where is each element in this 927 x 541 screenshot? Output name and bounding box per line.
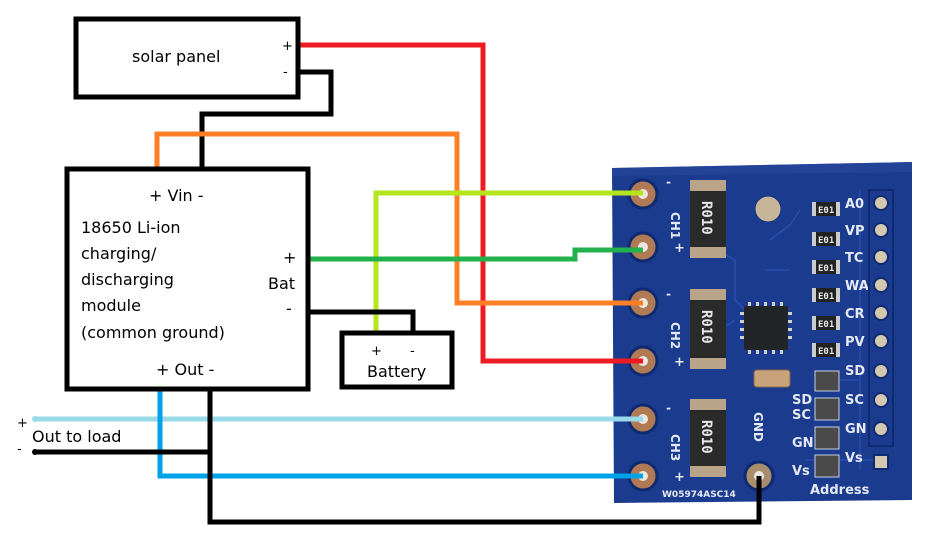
- svg-text:E01: E01: [818, 236, 834, 246]
- wire-bat-positive: [308, 247, 643, 262]
- svg-text:WA: WA: [845, 279, 869, 294]
- load-label: Out to load: [32, 427, 121, 446]
- svg-text:SC: SC: [845, 393, 864, 408]
- svg-text:R010: R010: [698, 201, 714, 235]
- svg-text:SD: SD: [845, 364, 865, 379]
- module-title-line-1: 18650 Li-ion: [81, 218, 181, 237]
- module-title-line-2: charging/: [81, 244, 157, 263]
- svg-text:E01: E01: [818, 264, 834, 274]
- svg-text:R010: R010: [698, 310, 714, 344]
- wire-out-positive: [157, 390, 643, 479]
- svg-text:Address: Address: [810, 483, 870, 498]
- ina3221-board: - CH1 + - CH2 + - CH3 + R010 R010 R010: [612, 162, 912, 503]
- svg-text:VP: VP: [845, 224, 865, 239]
- svg-text:SC: SC: [792, 408, 811, 423]
- solar-plus-label: +: [282, 39, 293, 54]
- svg-text:E01: E01: [818, 292, 834, 302]
- header-pins: [873, 195, 889, 470]
- module-title-line-3: discharging: [81, 270, 174, 289]
- serial-number: W05974ASC14: [662, 490, 736, 500]
- vin-label: + Vin -: [149, 186, 204, 205]
- ch1-minus-mark: -: [666, 175, 671, 189]
- svg-text:A0: A0: [845, 197, 864, 212]
- ch3-minus-mark: -: [666, 401, 671, 415]
- load-minus-label: -: [17, 442, 22, 457]
- svg-text:Vs: Vs: [792, 464, 810, 479]
- bat-plus-label: +: [283, 248, 296, 267]
- header-pin-labels: A0 VP TC WA CR PV SD SC GN Vs: [845, 197, 869, 466]
- ch3-label: CH3: [668, 434, 682, 461]
- load-output: + Out to load -: [17, 416, 121, 457]
- battery-plus-label: +: [371, 344, 382, 359]
- module-title-line-4: module: [81, 296, 141, 315]
- solar-minus-label: -: [283, 65, 288, 80]
- ch2-minus-mark: -: [666, 287, 671, 301]
- svg-text:GN: GN: [845, 422, 867, 437]
- load-plus-label: +: [17, 416, 28, 431]
- wire-solar-positive: [300, 42, 643, 364]
- battery-label: Battery: [367, 362, 426, 381]
- wire-ground: [207, 390, 762, 525]
- bat-minus-label: -: [286, 299, 292, 318]
- svg-text:GN: GN: [792, 436, 814, 451]
- battery: + - Battery: [339, 330, 455, 390]
- svg-text:R010: R010: [698, 420, 714, 454]
- ch1-label: CH1: [668, 212, 682, 239]
- svg-text:Vs: Vs: [845, 451, 863, 466]
- svg-text:CR: CR: [845, 307, 865, 322]
- svg-text:SD: SD: [792, 393, 812, 408]
- wire-battery-positive: [373, 190, 643, 331]
- gnd-label: GND: [751, 412, 765, 442]
- ch2-shunt-resistor: R010: [690, 289, 726, 369]
- ch1-shunt-resistor: R010: [690, 180, 726, 258]
- ch3-shunt-resistor: R010: [690, 399, 726, 477]
- ch3-plus-mark: +: [674, 470, 685, 485]
- solar-panel-label: solar panel: [132, 47, 220, 66]
- svg-text:E01: E01: [818, 347, 834, 357]
- wire-bat-negative: [308, 309, 416, 331]
- ch1-plus-pad: [627, 231, 659, 263]
- module-title-line-5: (common ground): [81, 323, 225, 342]
- out-label: + Out -: [156, 360, 214, 379]
- svg-text:PV: PV: [845, 335, 865, 350]
- svg-text:TC: TC: [845, 251, 863, 266]
- capacitor: [753, 369, 791, 388]
- charger-module: + Vin - 18650 Li-ion charging/ dischargi…: [64, 166, 311, 392]
- ch1-plus-mark: +: [674, 241, 685, 256]
- ch2-plus-mark: +: [674, 355, 685, 370]
- ch2-label: CH2: [668, 322, 682, 349]
- ina3221-chip: [740, 302, 792, 354]
- svg-text:E01: E01: [818, 320, 834, 330]
- battery-minus-label: -: [410, 344, 415, 359]
- led-resistors: E01 E01 E01 E01 E01 E01: [812, 202, 840, 357]
- mounting-hole: [755, 196, 781, 222]
- header-outline: [868, 189, 894, 447]
- address-jumpers: SD SC GN Vs Address: [792, 370, 870, 498]
- wire-vin-positive: [154, 131, 643, 306]
- bat-label: Bat: [268, 274, 295, 293]
- svg-text:E01: E01: [818, 206, 834, 216]
- solar-panel: solar panel + -: [73, 16, 301, 100]
